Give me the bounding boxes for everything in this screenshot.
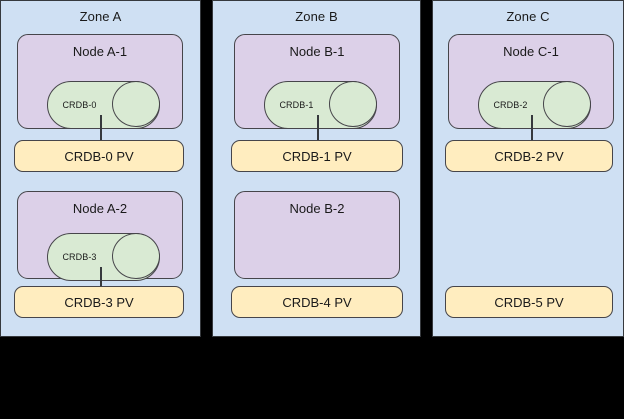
database-label-crdb-3: CRDB-3	[62, 252, 97, 262]
node-box-a-2[interactable]: Node A-2 CRDB-3	[17, 191, 183, 281]
node-box-b-1[interactable]: Node B-1 CRDB-1	[234, 34, 400, 129]
cylinder-cap-icon	[112, 81, 160, 127]
cylinder-cap-icon	[543, 81, 591, 127]
pv-box-crdb-0[interactable]: CRDB-0 PV	[14, 140, 184, 172]
database-cylinder-crdb-1[interactable]: CRDB-1	[264, 81, 377, 129]
connector-crdb-1-to-pv	[317, 115, 319, 141]
zone-title-a: Zone A	[79, 9, 122, 24]
pv-box-crdb-3[interactable]: CRDB-3 PV	[14, 286, 184, 318]
pv-box-crdb-2[interactable]: CRDB-2 PV	[445, 140, 613, 172]
zone-panel-a: Zone A Node A-1 CRDB-0 CRDB-0 PV Node A-…	[0, 0, 201, 337]
zone-title-c: Zone C	[506, 9, 550, 24]
pv-box-crdb-1[interactable]: CRDB-1 PV	[231, 140, 403, 172]
zone-panel-b: Zone B Node B-1 CRDB-1 CRDB-1 PV Node B-…	[212, 0, 421, 337]
node-box-b-2[interactable]: Node B-2	[234, 191, 400, 279]
database-cylinder-crdb-3[interactable]: CRDB-3	[47, 233, 160, 281]
cylinder-cap-icon	[112, 233, 160, 279]
connector-crdb-3-to-pv	[100, 267, 102, 287]
node-title-b-2: Node B-2	[289, 201, 345, 216]
node-box-a-1[interactable]: Node A-1 CRDB-0	[17, 34, 183, 129]
zone-panel-c: Zone C Node C-1 CRDB-2 CRDB-2 PV CRDB-5 …	[432, 0, 624, 337]
database-label-crdb-0: CRDB-0	[62, 100, 97, 110]
database-label-crdb-1: CRDB-1	[279, 100, 314, 110]
node-title-b-1: Node B-1	[289, 44, 345, 59]
pv-box-crdb-4[interactable]: CRDB-4 PV	[231, 286, 403, 318]
connector-crdb-0-to-pv	[100, 115, 102, 141]
connector-crdb-2-to-pv	[531, 115, 533, 141]
node-title-a-1: Node A-1	[72, 44, 128, 59]
zone-title-b: Zone B	[295, 9, 338, 24]
node-title-a-2: Node A-2	[72, 201, 128, 216]
node-box-c-1[interactable]: Node C-1 CRDB-2	[448, 34, 614, 129]
database-cylinder-crdb-0[interactable]: CRDB-0	[47, 81, 160, 129]
database-cylinder-crdb-2[interactable]: CRDB-2	[478, 81, 591, 129]
node-title-c-1: Node C-1	[503, 44, 559, 59]
pv-box-crdb-5[interactable]: CRDB-5 PV	[445, 286, 613, 318]
cylinder-cap-icon	[329, 81, 377, 127]
database-label-crdb-2: CRDB-2	[493, 100, 528, 110]
